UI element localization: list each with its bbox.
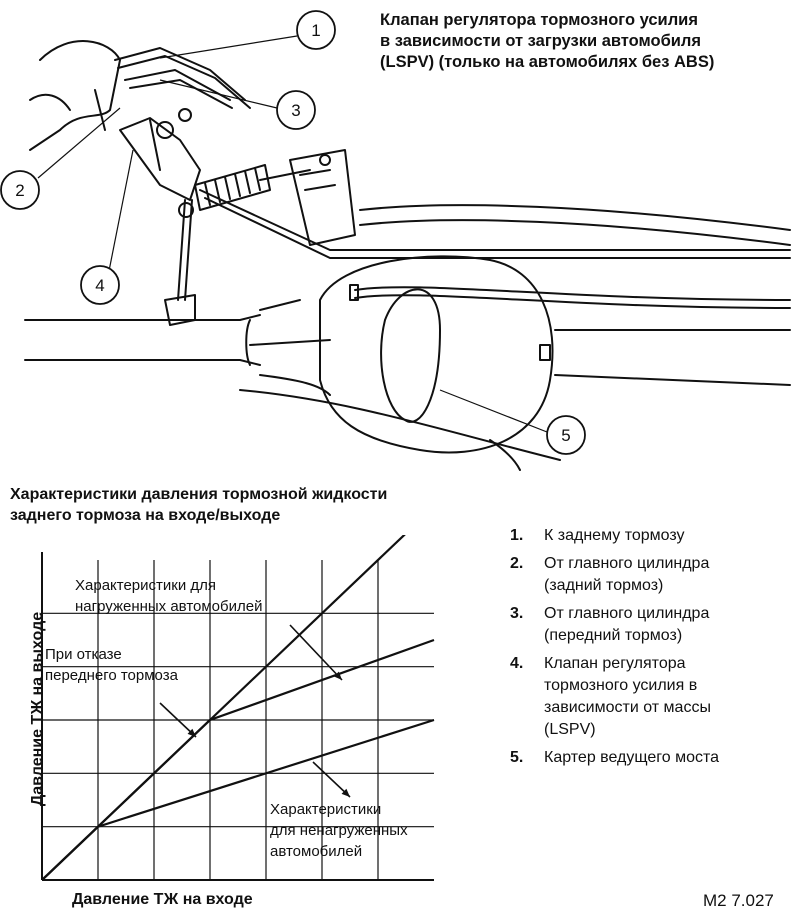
legend-number: 3. bbox=[510, 605, 524, 622]
arrow-front-failure-head bbox=[187, 728, 196, 737]
legend-item: 2. От главного цилиндра (задний тормоз) bbox=[510, 553, 795, 597]
chart-title: Характеристики давления тормозной жидкос… bbox=[10, 486, 388, 524]
callout-4 bbox=[80, 265, 120, 305]
legend: 1. К заднему тормозу 2. От главного цилинд… bbox=[510, 525, 795, 775]
annotation-unloaded: Характеристики для ненагруженных автомоб… bbox=[270, 801, 408, 860]
legend-item: 4. Клапан регулятора тормозного усилия в … bbox=[510, 653, 795, 741]
callout-1-label: 1 bbox=[311, 21, 320, 40]
legend-number: 1. bbox=[510, 527, 524, 544]
legend-text: К заднему тормозу bbox=[544, 527, 685, 544]
legend-text: Клапан регулятора тормозного усилия в за… bbox=[544, 655, 711, 738]
annotation-loaded: Характеристики для нагруженных автомобил… bbox=[75, 577, 263, 615]
diagram-title: Клапан регулятора тормозного усилия в за… bbox=[380, 11, 715, 71]
legend-number: 5. bbox=[510, 749, 524, 766]
legend-number: 2. bbox=[510, 555, 524, 572]
arrow-loaded bbox=[289, 624, 343, 681]
callout-3-label: 3 bbox=[291, 101, 300, 120]
callout-2 bbox=[0, 170, 40, 210]
chart-y-axis-label: Давление ТЖ на выходе bbox=[29, 611, 46, 807]
callout-3 bbox=[276, 90, 316, 130]
series-unloaded-line bbox=[42, 718, 435, 880]
legend-text: От главного цилиндра (передний тормоз) bbox=[544, 605, 710, 644]
callout-5 bbox=[546, 415, 586, 455]
arrow-loaded-head bbox=[333, 671, 342, 680]
legend-item: 3. От главного цилиндра (передний тормоз) bbox=[510, 603, 795, 647]
legend-text: От главного цилиндра (задний тормоз) bbox=[544, 555, 710, 594]
callout-5-label: 5 bbox=[561, 426, 570, 445]
legend-text: Картер ведущего моста bbox=[544, 749, 720, 766]
figure-code: M2 7.027 bbox=[703, 891, 774, 910]
annotation-front-failure: При отказе переднего тормоза bbox=[45, 646, 178, 684]
arrow-unloaded-head bbox=[341, 788, 350, 797]
brake-valve-illustration: 1 3 2 4 5 bbox=[0, 10, 791, 471]
callout-2-label: 2 bbox=[15, 181, 24, 200]
legend-item: 5. Картер ведущего моста bbox=[510, 747, 795, 769]
legend-number: 4. bbox=[510, 655, 524, 672]
callout-1 bbox=[296, 10, 336, 50]
callout-4-label: 4 bbox=[95, 276, 104, 295]
legend-item: 1. К заднему тормозу bbox=[510, 525, 795, 547]
arrow-unloaded bbox=[312, 761, 351, 798]
chart-x-axis-label: Давление ТЖ на входе bbox=[72, 891, 253, 908]
